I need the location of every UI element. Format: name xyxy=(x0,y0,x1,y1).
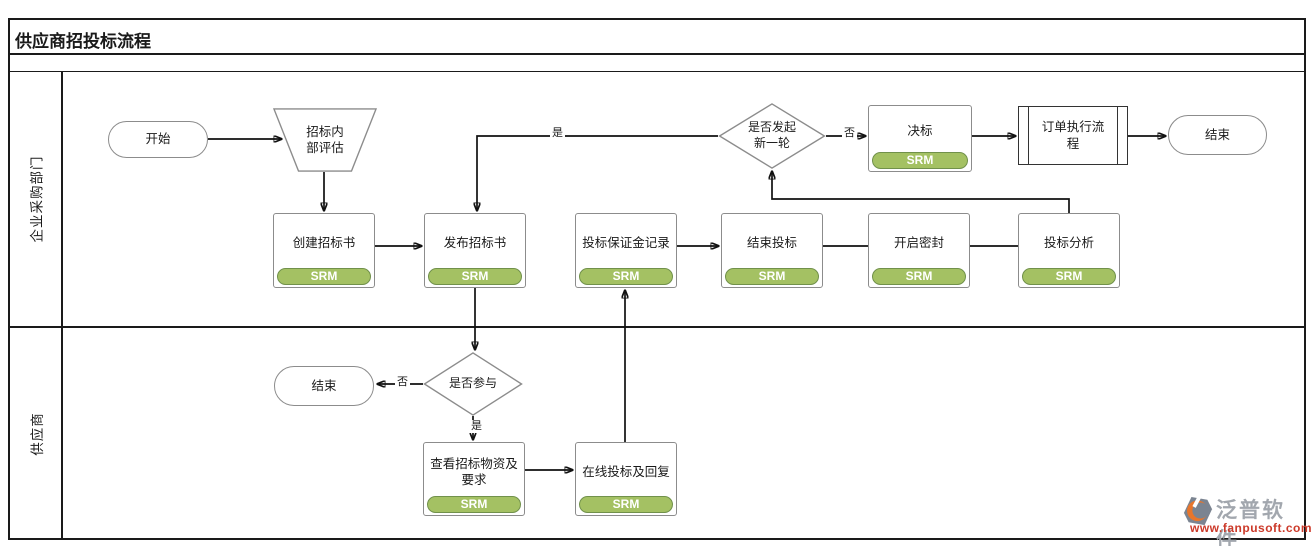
node-bid-analysis: 投标分析 SRM xyxy=(1018,213,1120,288)
node-order-execution-process: 订单执行流程 xyxy=(1018,106,1128,165)
srm-badge: SRM xyxy=(725,268,819,285)
node-online-bid-reply: 在线投标及回复 SRM xyxy=(575,442,677,516)
node-internal-evaluation: 招标内部评估 xyxy=(273,108,377,172)
node-publish-bid-document: 发布招标书 SRM xyxy=(424,213,526,288)
srm-badge: SRM xyxy=(1022,268,1116,285)
lane-divider xyxy=(8,326,1306,328)
lane-label-supplier: 供应商 xyxy=(29,412,45,456)
node-bid-deposit-record: 投标保证金记录 SRM xyxy=(575,213,677,288)
srm-badge: SRM xyxy=(579,268,673,285)
node-start: 开始 xyxy=(108,121,208,158)
srm-badge: SRM xyxy=(579,496,673,513)
srm-badge: SRM xyxy=(427,496,521,513)
phase-row-divider xyxy=(8,71,1306,72)
edge-label-yes: 是 xyxy=(469,420,484,433)
node-award: 决标 SRM xyxy=(868,105,972,172)
diamond-shape xyxy=(718,103,826,169)
node-end: 结束 xyxy=(1168,115,1267,155)
srm-badge: SRM xyxy=(277,268,371,285)
edge-label-yes: 是 xyxy=(550,127,565,140)
node-view-bid-materials: 查看招标物资及要求 SRM xyxy=(423,442,525,516)
node-end-bidding: 结束投标 SRM xyxy=(721,213,823,288)
node-open-seal: 开启密封 SRM xyxy=(868,213,970,288)
watermark-brand: 泛普软件 xyxy=(1216,499,1285,546)
node-decision-new-round: 是否发起新一轮 xyxy=(718,103,826,169)
title-row-divider xyxy=(8,53,1306,55)
fanpu-logo-icon xyxy=(1183,496,1213,526)
page-title: 供应商招投标流程 xyxy=(15,32,151,51)
subprocess-right-bar xyxy=(1116,107,1118,164)
subprocess-left-bar xyxy=(1028,107,1030,164)
trapezoid-shape xyxy=(273,108,377,172)
srm-badge: SRM xyxy=(872,152,968,169)
lane-label-column-divider xyxy=(61,72,63,540)
edge-label-no: 否 xyxy=(395,376,410,389)
node-decision-participate: 是否参与 xyxy=(423,352,523,416)
diamond-shape xyxy=(423,352,523,416)
srm-badge: SRM xyxy=(428,268,522,285)
node-end-supplier: 结束 xyxy=(274,366,374,406)
node-create-bid-document: 创建招标书 SRM xyxy=(273,213,375,288)
lane-label-purchasing-dept: 企业采购部门 xyxy=(29,155,45,243)
srm-badge: SRM xyxy=(872,268,966,285)
edge-label-no: 否 xyxy=(842,127,857,140)
outer-frame xyxy=(8,18,1306,540)
watermark: 泛普软件 www.fanpusoft.com xyxy=(1183,494,1312,546)
watermark-url: www.fanpusoft.com xyxy=(1190,521,1313,535)
